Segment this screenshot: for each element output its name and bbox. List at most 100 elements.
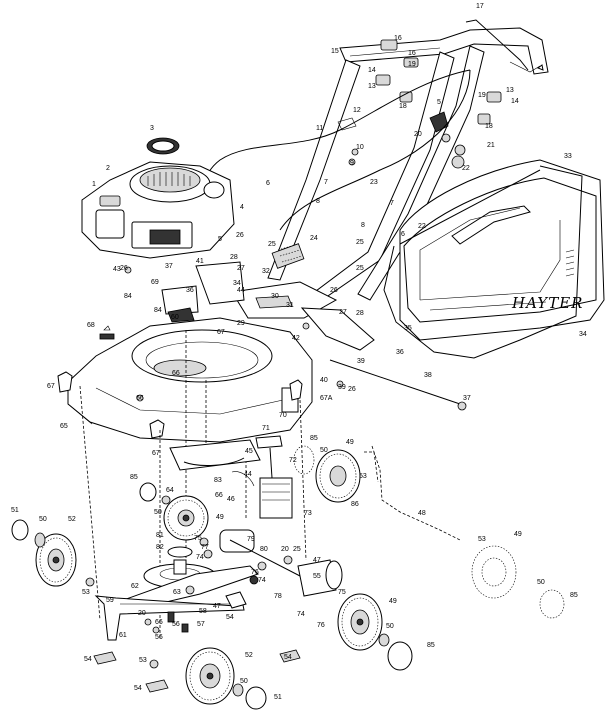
- part-callout-13: 13: [368, 83, 376, 90]
- part-callout-64: 64: [166, 487, 174, 494]
- part-callout-27: 27: [237, 265, 245, 272]
- part-callout-59: 59: [106, 597, 114, 604]
- part-callout-83: 83: [214, 477, 222, 484]
- part-callout-47: 47: [213, 603, 221, 610]
- wheel-rear-upper: [315, 449, 361, 503]
- part-callout-32: 32: [262, 268, 270, 275]
- part-callout-77: 77: [201, 544, 209, 551]
- part-callout-75: 75: [194, 535, 202, 542]
- part-callout-82: 82: [156, 544, 164, 551]
- part-callout-71: 71: [262, 425, 270, 432]
- wheels: [11, 445, 565, 710]
- part-callout-67A: 67A: [320, 395, 333, 402]
- part-callout-44: 44: [244, 471, 252, 478]
- part-callout-49: 49: [216, 514, 224, 521]
- part-callout-7: 7: [390, 200, 394, 207]
- part-callout-49: 49: [389, 598, 397, 605]
- part-callout-18: 18: [485, 123, 493, 130]
- part-callout-11: 11: [316, 125, 323, 132]
- part-callout-84: 84: [124, 293, 132, 300]
- part-callout-80: 80: [260, 546, 268, 553]
- part-callout-54: 54: [84, 656, 92, 663]
- part-callout-26: 26: [236, 232, 244, 239]
- part-callout-19: 19: [478, 92, 486, 99]
- part-callout-14: 14: [368, 67, 376, 74]
- part-callout-51: 51: [274, 694, 282, 701]
- part-callout-36: 36: [186, 287, 194, 294]
- part-callout-52: 52: [245, 652, 253, 659]
- handle-assembly: [202, 19, 549, 301]
- part-callout-66: 66: [215, 492, 223, 499]
- part-callout-81: 81: [156, 532, 164, 539]
- part-callout-73: 73: [304, 510, 312, 517]
- brand-logo-text: HAYTER: [511, 294, 583, 312]
- part-callout-22: 22: [418, 223, 426, 230]
- part-callout-74: 74: [196, 554, 204, 561]
- part-callout-40: 40: [320, 377, 328, 384]
- part-callout-54: 54: [134, 685, 142, 692]
- part-callout-28: 28: [356, 310, 364, 317]
- clips: [93, 649, 301, 693]
- part-callout-49: 49: [346, 439, 354, 446]
- part-callout-27: 27: [339, 309, 347, 316]
- part-callout-78: 78: [274, 593, 282, 600]
- part-callout-25: 25: [356, 265, 364, 272]
- part-callout-56: 56: [155, 634, 163, 641]
- part-callout-6: 6: [401, 231, 405, 238]
- part-callout-3: 3: [150, 125, 154, 132]
- part-callout-37: 37: [463, 395, 471, 402]
- part-callout-76: 76: [251, 569, 259, 576]
- part-callout-85: 85: [310, 435, 318, 442]
- part-callout-50: 50: [537, 579, 545, 586]
- part-callout-47: 47: [313, 557, 321, 564]
- part-callout-66: 66: [136, 395, 144, 402]
- part-callout-42: 42: [292, 335, 300, 342]
- part-callout-25: 25: [293, 546, 301, 553]
- wheel-rear-dashed: [471, 545, 565, 619]
- part-callout-13: 13: [506, 87, 514, 94]
- part-callout-52: 52: [68, 516, 76, 523]
- part-callout-85: 85: [427, 642, 435, 649]
- part-callout-54: 54: [226, 614, 234, 621]
- wheel-left-front: [35, 533, 77, 587]
- part-callout-79: 79: [247, 536, 255, 543]
- part-callout-31: 31: [286, 302, 294, 309]
- part-callout-72: 72: [289, 457, 297, 464]
- part-callout-8: 8: [316, 198, 320, 205]
- part-callout-30: 30: [271, 293, 279, 300]
- part-callout-41: 41: [196, 258, 204, 265]
- part-callout-22: 22: [462, 165, 470, 172]
- part-callout-26: 26: [330, 287, 338, 294]
- part-callout-34: 34: [233, 280, 241, 287]
- wheel-upper-middle: [163, 495, 209, 541]
- part-callout-86: 86: [351, 501, 359, 508]
- part-callout-50: 50: [39, 516, 47, 523]
- part-callout-53: 53: [478, 536, 486, 543]
- part-callout-48: 48: [418, 510, 426, 517]
- part-callout-68: 68: [87, 322, 95, 329]
- part-callout-49: 49: [514, 531, 522, 538]
- part-callout-37: 37: [165, 263, 173, 270]
- part-callout-50: 50: [154, 509, 162, 516]
- part-callout-54: 54: [284, 654, 292, 661]
- part-callout-84: 84: [154, 307, 162, 314]
- grass-collector-box: HAYTER: [383, 159, 605, 359]
- part-callout-45: 45: [245, 448, 253, 455]
- part-callout-70: 70: [279, 412, 287, 419]
- part-callout-39: 39: [338, 384, 346, 391]
- part-callout-50: 50: [320, 447, 328, 454]
- part-callout-74: 74: [258, 577, 266, 584]
- part-callout-16: 16: [394, 35, 402, 42]
- part-callout-9: 9: [350, 160, 354, 167]
- part-callout-25: 25: [356, 239, 364, 246]
- wheel-rear-right: [337, 593, 383, 651]
- part-callout-74: 74: [297, 611, 305, 618]
- mower-deck: [57, 243, 467, 443]
- part-callout-63: 63: [173, 589, 181, 596]
- part-callout-23: 23: [370, 179, 378, 186]
- part-callout-19: 19: [408, 61, 416, 68]
- part-callout-62: 62: [131, 583, 139, 590]
- part-callout-56: 56: [172, 621, 180, 628]
- part-callout-61: 61: [119, 632, 127, 639]
